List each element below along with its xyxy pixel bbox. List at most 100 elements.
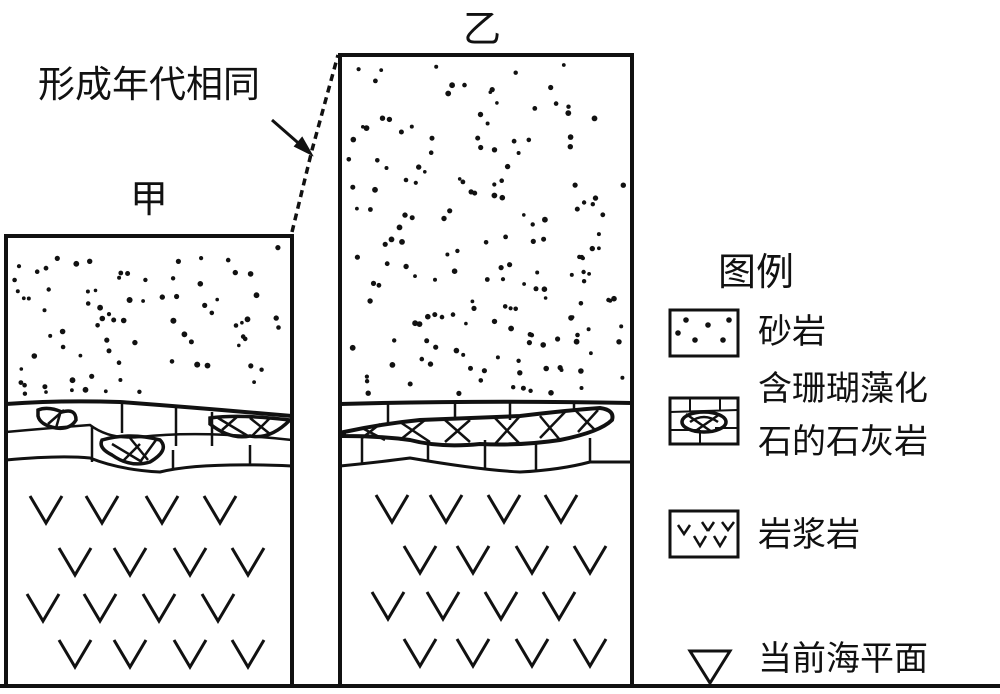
sandstone-dot	[511, 385, 516, 390]
sandstone-dot	[350, 136, 357, 143]
sandstone-dot	[445, 90, 452, 97]
igneous-layer-jia	[25, 495, 266, 670]
igneous-v-mark	[370, 591, 406, 622]
sandstone-dot	[413, 180, 418, 185]
sandstone-dot	[44, 390, 48, 394]
sandstone-dot	[526, 340, 533, 346]
sandstone-dot	[141, 299, 146, 303]
sandstone-dot	[565, 110, 572, 116]
sandstone-dot	[500, 277, 506, 282]
sandstone-dot	[363, 125, 370, 131]
sandstone-dot	[528, 388, 533, 393]
sandstone-dot	[60, 344, 66, 350]
sandstone-layer-yi	[346, 63, 626, 396]
sandstone-dot	[591, 115, 598, 122]
sandstone-dot	[491, 147, 498, 153]
sandstone-dot	[468, 189, 474, 195]
igneous-v-mark	[455, 545, 491, 576]
sandstone-dot	[15, 289, 20, 294]
sandstone-dot	[384, 166, 389, 170]
legend-label-coral-limestone-line2: 石的石灰岩	[758, 422, 928, 462]
sandstone-dot	[573, 338, 580, 345]
sandstone-dot	[530, 222, 535, 227]
sandstone-dot	[103, 389, 108, 394]
sandstone-dot	[488, 90, 493, 94]
sandstone-dot	[516, 151, 521, 155]
sandstone-dot	[367, 298, 373, 304]
sandstone-dot	[82, 386, 89, 393]
sandstone-dot	[346, 157, 352, 162]
sandstone-dot	[99, 315, 106, 322]
igneous-v-mark	[84, 495, 120, 526]
legend-igneous-swatch	[668, 509, 740, 559]
column-jia	[4, 234, 294, 686]
sandstone-dot	[579, 386, 584, 390]
sandstone-dot	[21, 296, 26, 301]
sandstone-dot	[237, 343, 241, 348]
legend-label-sandstone: 砂岩	[758, 312, 826, 352]
igneous-v-mark	[514, 638, 550, 669]
sandstone-dot	[455, 248, 460, 254]
sandstone-dot	[416, 164, 422, 170]
sandstone-dot	[117, 275, 122, 280]
sandstone-dot	[461, 352, 466, 357]
sandstone-dot	[48, 333, 53, 338]
igneous-v-mark	[112, 639, 148, 670]
sandstone-dot	[491, 318, 498, 325]
sandstone-dot	[132, 339, 138, 346]
sandstone-dot	[42, 384, 48, 390]
sandstone-dot	[535, 270, 540, 275]
sandstone-dot	[252, 380, 256, 384]
sandstone-dot	[462, 82, 467, 88]
legend-title: 图例	[718, 250, 795, 294]
sandstone-dot	[18, 380, 24, 385]
sandstone-dot	[34, 269, 40, 275]
sandstone-dot	[429, 135, 435, 141]
sandstone-dot	[567, 144, 573, 150]
sandstone-dot	[542, 216, 548, 223]
sandstone-dot	[540, 342, 546, 348]
coral-limestone-layer-yi	[339, 399, 633, 474]
sandstone-dot	[424, 338, 430, 344]
sandstone-dot	[118, 378, 123, 382]
sandstone-dot	[553, 101, 559, 106]
sandstone-dot	[507, 262, 513, 268]
sandstone-dot	[361, 125, 365, 129]
sandstone-dot	[611, 295, 617, 302]
sandstone-dot	[532, 106, 538, 111]
igneous-v-mark	[57, 547, 93, 578]
sandstone-dot	[276, 325, 281, 330]
sandstone-dot	[42, 308, 47, 313]
sandstone-dot	[567, 134, 574, 140]
sandstone-dot	[118, 270, 124, 276]
sandstone-dot	[483, 240, 489, 245]
sandstone-dot	[402, 212, 408, 218]
sandstone-dot	[485, 121, 490, 126]
sandstone-dot	[451, 268, 458, 275]
igneous-v-mark	[112, 547, 148, 578]
sandstone-dot	[543, 296, 548, 300]
sandstone-dot	[409, 215, 415, 221]
sandstone-dot	[471, 305, 477, 311]
legend-sandstone-swatch	[668, 308, 740, 358]
sandstone-dot	[247, 271, 254, 277]
sandstone-dot	[59, 328, 66, 335]
sandstone-dot	[375, 158, 380, 163]
sandstone-dot	[355, 206, 359, 211]
sandstone-dot	[126, 297, 133, 303]
sandstone-dot	[85, 289, 90, 294]
sandstone-dot	[559, 368, 564, 372]
igneous-v-mark	[514, 545, 550, 576]
sandstone-dot	[273, 315, 279, 321]
sandstone-dot	[456, 390, 462, 396]
sandstone-dot	[578, 368, 584, 374]
sandstone-dot	[527, 332, 533, 337]
sandstone-dot	[78, 353, 83, 358]
sandstone-dot	[548, 390, 554, 396]
sandstone-dot	[578, 301, 584, 306]
sandstone-dot	[125, 271, 131, 276]
sandstone-dot	[434, 64, 439, 69]
sandstone-dot	[169, 359, 175, 364]
sandstone-dot	[43, 265, 49, 271]
